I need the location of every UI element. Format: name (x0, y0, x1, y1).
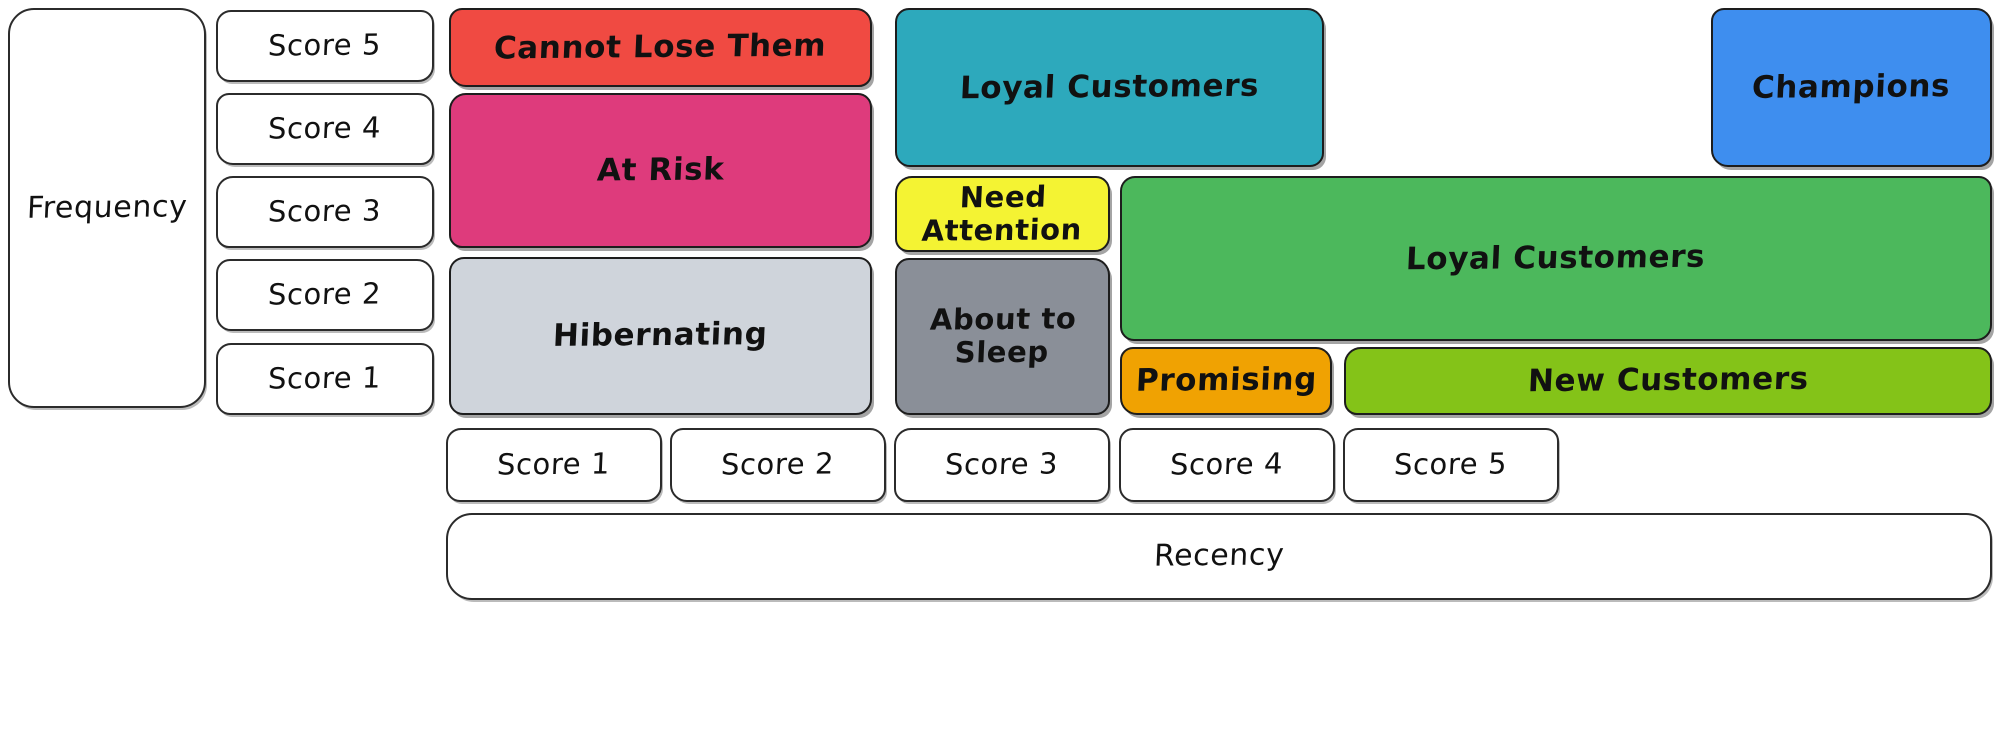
segment-champions-label: Champions (1751, 67, 1952, 106)
frequency-score-3[interactable]: Score 3 (216, 176, 434, 248)
recency-score-3[interactable]: Score 3 (894, 428, 1110, 502)
segment-about-to-sleep-label: About to Sleep (929, 301, 1078, 370)
segment-hibernating-label: Hibernating (552, 316, 769, 355)
segment-loyal-customers-teal-label: Loyal Customers (959, 67, 1260, 106)
frequency-score-2[interactable]: Score 2 (216, 259, 434, 331)
segment-hibernating[interactable]: Hibernating (449, 257, 872, 415)
segment-cannot-lose-them-label: Cannot Lose Them (493, 27, 828, 67)
segment-champions[interactable]: Champions (1711, 8, 1992, 167)
recency-score-2-label: Score 2 (720, 446, 836, 482)
segment-promising[interactable]: Promising (1120, 347, 1332, 415)
recency-score-4[interactable]: Score 4 (1119, 428, 1335, 502)
segment-new-customers-label: New Customers (1526, 360, 1810, 400)
recency-score-5-label: Score 5 (1393, 446, 1509, 482)
segment-need-attention-label: Need Attention (920, 179, 1083, 248)
frequency-axis-label: Frequency (8, 8, 206, 408)
segment-loyal-customers-teal[interactable]: Loyal Customers (895, 8, 1324, 167)
frequency-score-4-label: Score 4 (267, 110, 383, 146)
segment-promising-label: Promising (1134, 361, 1318, 399)
segment-loyal-customers-green-label: Loyal Customers (1405, 238, 1707, 277)
frequency-score-5-label: Score 5 (267, 27, 383, 63)
recency-axis-label: Recency (446, 513, 1992, 600)
segment-at-risk-label: At Risk (596, 151, 726, 189)
recency-axis-text: Recency (1153, 537, 1286, 574)
segment-new-customers[interactable]: New Customers (1344, 347, 1992, 415)
frequency-score-1[interactable]: Score 1 (216, 343, 434, 415)
recency-score-2[interactable]: Score 2 (670, 428, 886, 502)
frequency-score-3-label: Score 3 (267, 193, 383, 229)
recency-score-1[interactable]: Score 1 (446, 428, 662, 502)
segment-need-attention[interactable]: Need Attention (895, 176, 1110, 252)
recency-score-1-label: Score 1 (496, 446, 612, 482)
segment-cannot-lose-them[interactable]: Cannot Lose Them (449, 8, 872, 87)
frequency-score-2-label: Score 2 (267, 276, 383, 312)
frequency-score-1-label: Score 1 (267, 360, 383, 396)
segment-at-risk[interactable]: At Risk (449, 93, 872, 248)
segment-about-to-sleep[interactable]: About to Sleep (895, 258, 1110, 415)
frequency-axis-text: Frequency (26, 189, 189, 226)
frequency-score-5[interactable]: Score 5 (216, 10, 434, 82)
recency-score-4-label: Score 4 (1169, 446, 1285, 482)
segment-loyal-customers-green[interactable]: Loyal Customers (1120, 176, 1992, 341)
frequency-score-4[interactable]: Score 4 (216, 93, 434, 165)
recency-score-5[interactable]: Score 5 (1343, 428, 1559, 502)
recency-score-3-label: Score 3 (944, 446, 1060, 482)
